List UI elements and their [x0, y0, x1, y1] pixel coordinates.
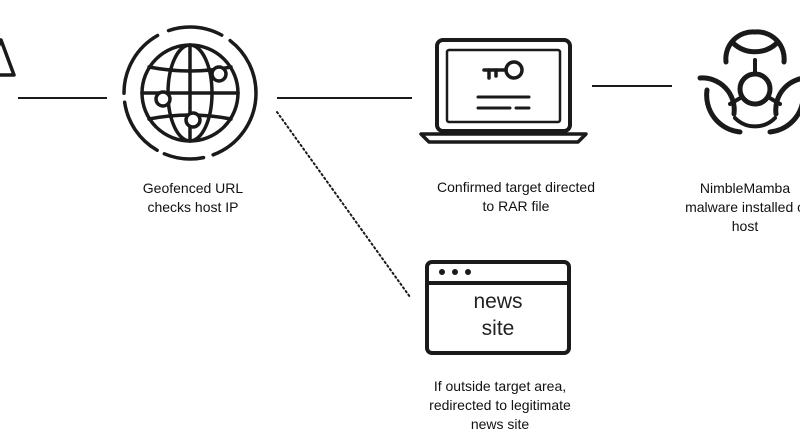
warning-triangle-icon: [0, 38, 16, 77]
browser-text-line-1: news: [473, 290, 522, 313]
caption-line: Confirmed target directed: [437, 179, 595, 195]
caption-malware: NimbleMamba malware installed o host: [660, 179, 800, 236]
caption-geofence: Geofenced URL checks host IP: [108, 179, 278, 217]
biohazard-icon: [697, 29, 800, 135]
caption-line: news site: [470, 416, 530, 432]
caption-news-site: If outside target area, redirected to le…: [380, 377, 620, 434]
caption-line: If outside target area,: [433, 378, 567, 394]
caption-line: host: [731, 218, 759, 234]
caption-line: checks host IP: [147, 199, 239, 215]
caption-line: to RAR file: [482, 198, 550, 214]
caption-rar-file: Confirmed target directed to RAR file: [400, 178, 632, 216]
caption-line: malware installed o: [685, 199, 800, 215]
globe-icon: [122, 25, 258, 161]
laptop-key-icon: [419, 38, 588, 144]
browser-text-line-2: site: [482, 317, 515, 340]
browser-window-icon: [425, 260, 571, 355]
connector-geofence-news-dotted: [276, 111, 411, 298]
connectors: [18, 85, 672, 298]
caption-line: Geofenced URL: [142, 180, 244, 196]
caption-line: redirected to legitimate: [429, 397, 571, 413]
caption-line: NimbleMamba: [699, 180, 791, 196]
